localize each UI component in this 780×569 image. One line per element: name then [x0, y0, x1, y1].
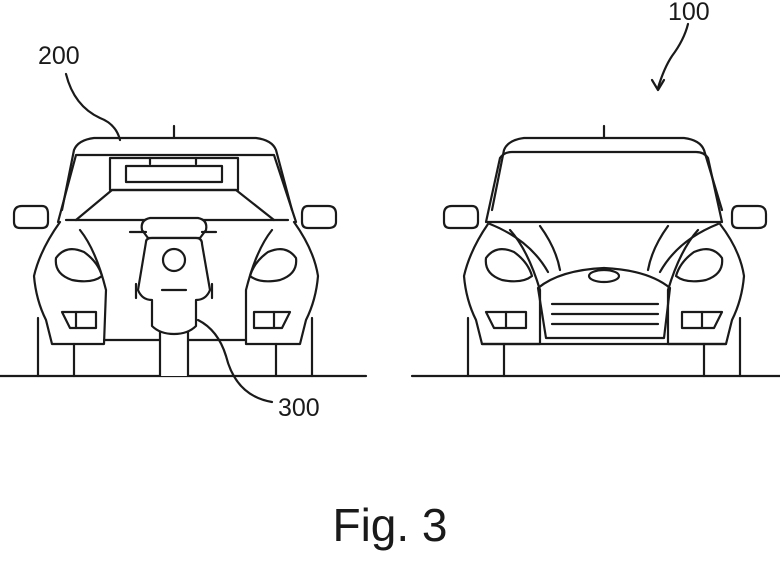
reference-label-200: 200	[38, 42, 80, 70]
reference-label-100: 100	[668, 0, 710, 26]
leader-200	[64, 72, 122, 142]
reference-label-300: 300	[278, 394, 320, 422]
scooter-300	[128, 216, 218, 376]
leader-300	[196, 318, 274, 404]
leader-100	[656, 22, 690, 90]
vehicle-100	[442, 124, 768, 378]
figure-caption: Fig. 3	[332, 499, 448, 551]
